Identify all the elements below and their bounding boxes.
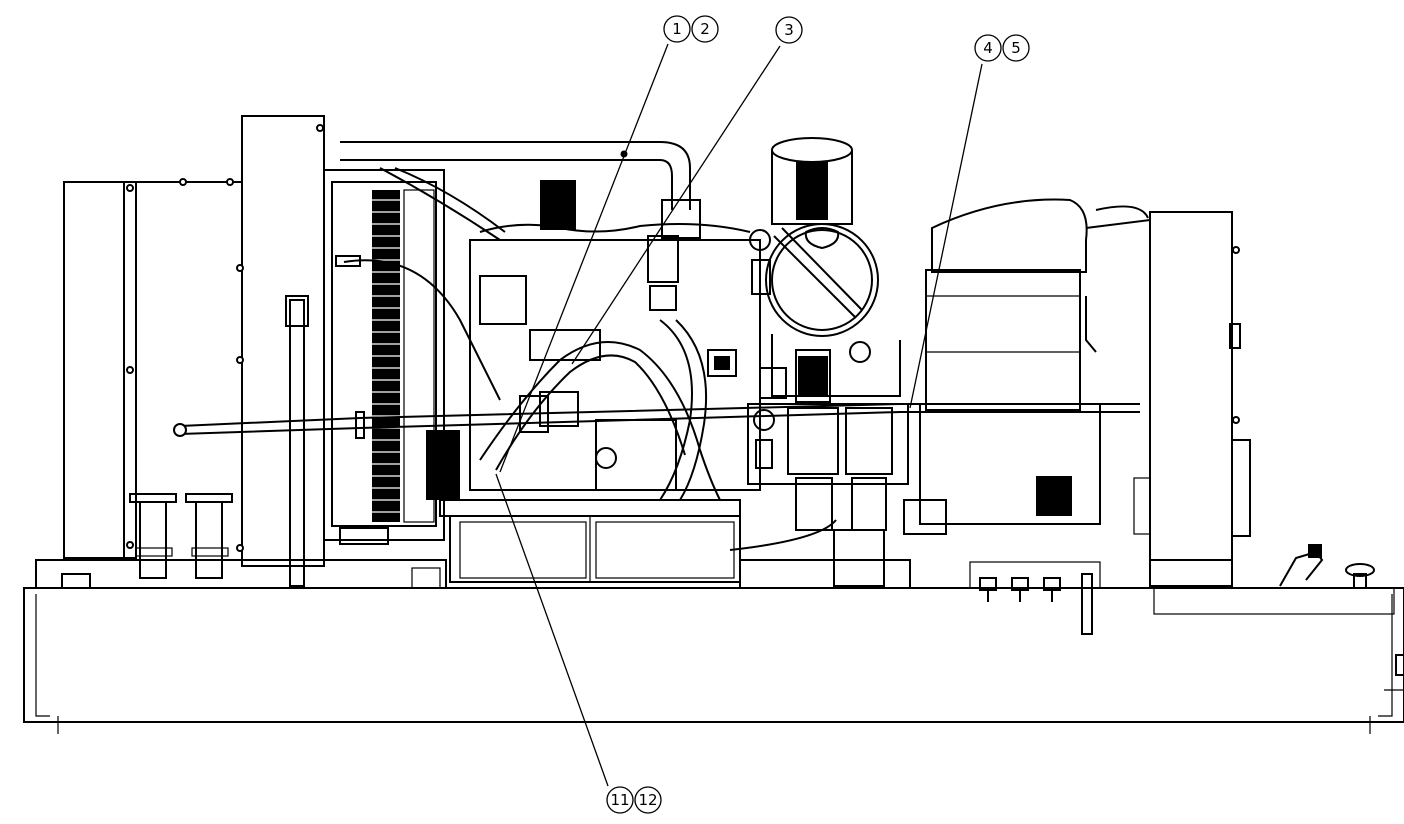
svg-text:5: 5 bbox=[1011, 39, 1021, 57]
callout-11: 11 bbox=[606, 786, 634, 814]
callout-3: 3 bbox=[775, 16, 803, 44]
radiator-frame bbox=[236, 115, 325, 587]
svg-text:3: 3 bbox=[784, 21, 794, 39]
coolant-hoses bbox=[173, 141, 1140, 545]
callout-12: 12 bbox=[634, 786, 662, 814]
rear-panel bbox=[63, 178, 242, 559]
svg-text:4: 4 bbox=[983, 39, 993, 57]
fuel-filters bbox=[729, 349, 909, 587]
engine-block bbox=[439, 223, 771, 583]
svg-text:1: 1 bbox=[672, 20, 682, 38]
radiator-core bbox=[323, 169, 460, 541]
callout-1: 1 bbox=[663, 15, 691, 43]
callout-5: 5 bbox=[1002, 34, 1030, 62]
svg-text:12: 12 bbox=[638, 791, 657, 809]
tank-fittings bbox=[979, 544, 1375, 635]
exhaust-outlets bbox=[129, 493, 233, 579]
control-panel-housing bbox=[1133, 211, 1251, 589]
callout-2: 2 bbox=[691, 15, 719, 43]
callout-4: 4 bbox=[974, 34, 1002, 62]
alternator bbox=[903, 198, 1151, 535]
svg-text:2: 2 bbox=[700, 20, 710, 38]
leader-lines bbox=[495, 43, 983, 787]
base-fuel-tank bbox=[23, 587, 1404, 734]
air-filter bbox=[540, 137, 901, 397]
svg-text:11: 11 bbox=[610, 791, 629, 809]
